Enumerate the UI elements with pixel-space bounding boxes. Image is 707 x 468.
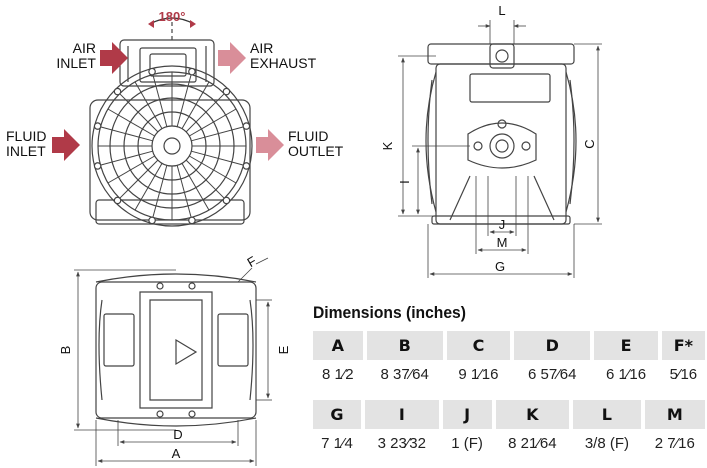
table-row: 7 1⁄4 3 23⁄32 1 (F) 8 21⁄64 3/8 (F) 2 7⁄… — [313, 429, 705, 458]
fluid-outlet-label-line1: FLUID — [288, 128, 328, 144]
rotation-indicator — [148, 17, 196, 40]
header-cell: M — [640, 400, 705, 429]
front-view — [89, 17, 253, 227]
dim-label-m: M — [497, 235, 508, 250]
side-view-dimensions — [398, 20, 602, 278]
side-view — [425, 43, 577, 225]
dimensions-title: Dimensions (inches) — [313, 303, 466, 322]
dimensions-table-1: A B C D E F* 8 1⁄2 8 37⁄64 9 1⁄16 6 57⁄6… — [313, 331, 705, 389]
value-cell: 3 23⁄32 — [360, 429, 441, 458]
top-view — [95, 273, 257, 427]
fluid-outlet-arrow — [256, 129, 284, 161]
air-inlet-label-line2: INLET — [56, 55, 96, 71]
flow-arrows — [52, 42, 284, 161]
value-cell: 5⁄16 — [657, 360, 705, 389]
header-cell: J — [438, 400, 494, 429]
dim-label-g: G — [495, 259, 505, 274]
dim-label-e: E — [276, 345, 291, 354]
top-view-dimensions — [74, 257, 272, 466]
air-exhaust-label-line1: AIR — [250, 40, 273, 56]
air-exhaust-arrow — [218, 42, 246, 74]
header-cell: L — [569, 400, 643, 429]
value-cell: 3/8 (F) — [569, 429, 643, 458]
header-cell: F* — [657, 331, 705, 360]
dim-label-c: C — [582, 139, 597, 148]
header-cell: I — [360, 400, 441, 429]
dim-label-f: F — [245, 253, 259, 270]
fluid-inlet-label-line1: FLUID — [6, 128, 46, 144]
value-cell: 8 1⁄2 — [321, 366, 354, 383]
dim-label-l: L — [498, 3, 505, 18]
table-header-row: G I J K L M — [313, 400, 705, 429]
header-cell: C — [442, 331, 513, 360]
value-cell: 6 1⁄16 — [590, 360, 660, 389]
value-cell: 1 (F) — [438, 429, 494, 458]
fluid-inlet-label-line2: INLET — [6, 143, 46, 159]
air-exhaust-label-line2: EXHAUST — [250, 55, 317, 71]
header-cell: E — [590, 331, 660, 360]
value-cell: 6 57⁄64 — [510, 360, 593, 389]
dim-label-a: A — [172, 446, 181, 461]
dim-label-i: I — [397, 180, 412, 184]
dim-label-d: D — [173, 427, 182, 442]
dim-label-b: B — [58, 346, 73, 355]
value-cell: 8 21⁄64 — [491, 429, 572, 458]
dim-label-k: K — [380, 141, 395, 150]
header-cell: G — [313, 400, 363, 429]
header-cell: D — [510, 331, 593, 360]
dimensions-table-2: G I J K L M 7 1⁄4 3 23⁄32 1 (F) 8 21⁄64 … — [313, 400, 705, 458]
header-cell: B — [362, 331, 445, 360]
value-cell: 2 7⁄16 — [640, 429, 705, 458]
fluid-inlet-arrow — [52, 129, 80, 161]
air-inlet-arrow — [100, 42, 128, 74]
table-row: 8 1⁄2 8 37⁄64 9 1⁄16 6 57⁄64 6 1⁄16 5⁄16 — [313, 360, 705, 389]
fluid-outlet-label-line2: OUTLET — [288, 143, 344, 159]
table-header-row: A B C D E F* — [313, 331, 705, 360]
value-cell: 9 1⁄16 — [442, 360, 513, 389]
air-inlet-label-line1: AIR — [73, 40, 96, 56]
header-cell: K — [491, 400, 572, 429]
value-cell: 8 37⁄64 — [362, 360, 445, 389]
value-cell: 7 1⁄4 — [321, 435, 353, 452]
dim-label-j: J — [499, 217, 506, 232]
rotation-label: 180° — [159, 9, 186, 24]
header-cell: A — [313, 331, 365, 360]
